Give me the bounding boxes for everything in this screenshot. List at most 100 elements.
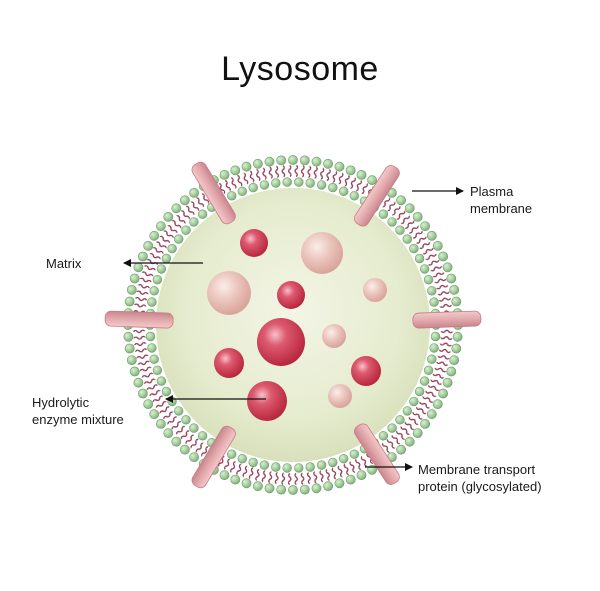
lipid-tail	[306, 471, 311, 484]
phospholipid-head	[248, 457, 258, 468]
lipid-tail	[337, 465, 343, 477]
lipid-tail	[153, 247, 164, 254]
phospholipid-head	[349, 449, 359, 459]
plasma-membrane-label: Plasma membrane	[470, 184, 533, 216]
phospholipid-head	[227, 449, 237, 459]
enzyme-vesicle-red	[240, 229, 268, 257]
phospholipid-head	[124, 296, 135, 307]
lipid-tail	[419, 401, 430, 409]
transport-protein	[191, 161, 236, 225]
phospholipid-head	[356, 169, 367, 180]
phospholipid-head	[219, 169, 230, 180]
lipid-tail	[224, 458, 231, 470]
lipid-tail	[408, 416, 418, 425]
lipid-tail	[201, 446, 209, 456]
phospholipid-head	[237, 186, 248, 197]
phospholipid-heads	[123, 155, 463, 495]
lipid-tail	[196, 442, 204, 452]
phospholipid-head	[189, 187, 199, 198]
lipid-tail	[331, 467, 337, 479]
lipid-tail	[439, 342, 451, 347]
enzyme-vesicle-pale	[328, 384, 352, 408]
enzyme-vesicle-red	[351, 356, 381, 386]
phospholipid-head	[133, 377, 144, 388]
lipid-tail	[186, 206, 195, 215]
transport-protein	[353, 165, 400, 227]
lipid-tail	[181, 211, 190, 220]
lipid-tail	[134, 335, 146, 340]
phospholipid-head	[288, 485, 298, 495]
phospholipid-head	[432, 399, 443, 409]
phospholipid-head	[276, 155, 287, 166]
lipid-tail	[150, 389, 161, 396]
lipid-tail	[412, 411, 422, 420]
lipid-tail	[419, 242, 430, 250]
lipid-tail	[248, 467, 254, 479]
phospholipid-head	[167, 243, 177, 254]
phospholipid-head	[349, 191, 359, 201]
lipid-tail	[275, 166, 280, 179]
lipid-tail	[140, 277, 152, 283]
phospholipid-head	[339, 186, 349, 197]
phospholipid-head	[126, 284, 137, 295]
lipid-tail	[432, 373, 444, 379]
lipid-tail	[268, 471, 273, 483]
lipid-tail	[344, 175, 350, 187]
phospholipid-head	[294, 463, 304, 473]
transport-protein	[353, 423, 400, 485]
lipid-tail	[164, 411, 174, 419]
phospholipid-head	[163, 428, 174, 438]
enzyme-vesicle-red	[247, 381, 287, 421]
phospholipid-head	[149, 409, 160, 420]
lipid-tail	[381, 442, 390, 452]
phospholipid-head	[419, 376, 430, 386]
phospholipid-head	[181, 225, 191, 235]
lipid-tail	[430, 379, 441, 385]
phospholipid-head	[156, 376, 167, 386]
lipid-tail	[412, 231, 422, 239]
phospholipid-head	[387, 217, 397, 227]
lipid-tail	[255, 468, 260, 481]
phospholipid-head	[451, 296, 462, 307]
lipid-tail	[391, 435, 400, 444]
phospholipid-head	[299, 155, 310, 166]
matrix-label: Matrix	[46, 256, 82, 271]
lipid-tail	[360, 456, 367, 467]
lipid-tail	[313, 471, 318, 483]
lipid-tail	[350, 178, 356, 189]
lipid-tail	[427, 385, 439, 391]
phospholipid-head	[378, 209, 389, 219]
lipid-tail	[262, 168, 267, 180]
phospholipid-head	[282, 463, 292, 473]
phospholipid-head	[137, 388, 148, 399]
transport-protein-body	[412, 310, 482, 329]
phospholipid-head	[174, 234, 184, 244]
phospholipid-head	[299, 484, 310, 495]
phospholipid-head	[345, 474, 356, 485]
phospholipid-head	[442, 262, 453, 273]
phospholipid-head	[311, 483, 322, 494]
lipid-tail	[425, 390, 436, 397]
enzyme-vesicle-pale	[207, 271, 251, 315]
enzyme-vesicle-red	[257, 318, 305, 366]
phospholipid-head	[412, 428, 423, 438]
enzyme-vesicle-red	[214, 348, 244, 378]
phospholipid-head	[430, 331, 441, 342]
phospholipid-head	[181, 415, 191, 425]
transport-protein	[191, 425, 236, 489]
phospholipid-head	[248, 182, 258, 193]
lipid-tail	[144, 378, 156, 384]
lipid-tail	[177, 215, 186, 224]
lipid-tail	[135, 303, 147, 308]
lipid-tail	[387, 202, 395, 212]
phospholipid-head	[334, 478, 345, 489]
phospholipid-head	[252, 481, 263, 492]
phospholipid-head	[147, 343, 157, 353]
phospholipid-head	[163, 211, 174, 222]
lipid-tail	[313, 167, 318, 179]
phospholipid-head	[174, 406, 184, 416]
phospholipid-head	[395, 415, 405, 425]
transport-protein-body	[353, 165, 400, 227]
lipid-tail	[434, 367, 446, 373]
phospholipid-head	[288, 155, 298, 165]
